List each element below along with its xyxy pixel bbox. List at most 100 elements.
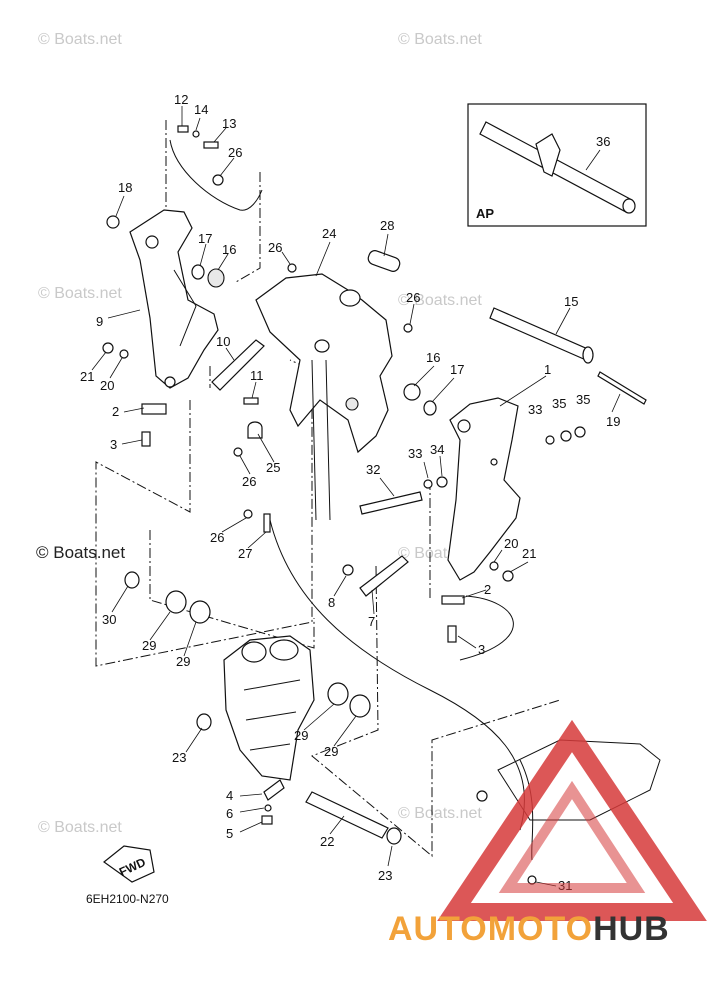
callout-16-b: 16 bbox=[426, 350, 440, 365]
leader-2b bbox=[461, 589, 487, 599]
callout-29-c: 29 bbox=[294, 728, 308, 743]
callout-27: 27 bbox=[238, 546, 252, 561]
collar-part-23-right bbox=[386, 827, 402, 845]
screw-part-26-top bbox=[212, 174, 224, 186]
bolt-part-21-left bbox=[102, 342, 114, 354]
callout-22: 22 bbox=[320, 834, 334, 849]
washer-part-17-right bbox=[423, 400, 437, 416]
collar-part-23-left bbox=[196, 713, 212, 731]
nut-part-35-a bbox=[560, 430, 572, 442]
tilt-tube-flange bbox=[582, 346, 594, 364]
right-clamp-bracket bbox=[447, 397, 521, 581]
leader-23b bbox=[387, 845, 393, 867]
leader-20b bbox=[493, 549, 503, 563]
leader-16a bbox=[217, 253, 229, 271]
tiller-handle-end bbox=[622, 198, 636, 214]
screw-part-26-clip bbox=[233, 447, 243, 457]
right-clamp-bracket-part-1 bbox=[342, 383, 586, 643]
screw-part-26-swivel bbox=[287, 263, 297, 273]
watermark-top-left: © Boats.net bbox=[38, 31, 122, 48]
leader-17b bbox=[431, 377, 455, 403]
callout-21-a: 21 bbox=[80, 369, 94, 384]
brand-text: AUTOMOTOHUB bbox=[388, 910, 670, 948]
watermark-bottom-right: © Boats.net bbox=[398, 805, 482, 822]
pin-part-28 bbox=[367, 250, 401, 272]
callout-numbers: 12 14 13 26 18 17 16 9 21 20 2 3 26 24 2… bbox=[80, 92, 620, 893]
right-bracket-hole-top bbox=[457, 419, 471, 433]
leader-36 bbox=[585, 149, 601, 171]
leader-26c bbox=[409, 303, 415, 325]
callout-23-a: 23 bbox=[172, 750, 186, 765]
nut-part-18 bbox=[106, 215, 120, 229]
right-bracket-hole-mid bbox=[490, 458, 498, 466]
leader-34 bbox=[439, 455, 443, 477]
callout-5: 5 bbox=[226, 826, 233, 841]
clip-part-25 bbox=[247, 421, 263, 439]
rod-part-19 bbox=[597, 371, 647, 405]
leader-11 bbox=[251, 381, 257, 399]
bolt-part-32 bbox=[359, 491, 423, 515]
leader-26a bbox=[219, 157, 235, 177]
bushing-part-16-right bbox=[403, 383, 421, 401]
callout-3-b: 3 bbox=[478, 642, 485, 657]
leader-21b bbox=[509, 561, 529, 573]
leader-26d bbox=[239, 455, 251, 475]
screw-part-26-lower bbox=[243, 509, 253, 519]
callout-17-b: 17 bbox=[450, 362, 464, 377]
ap-label: AP bbox=[476, 206, 494, 221]
callout-16-a: 16 bbox=[222, 242, 236, 257]
watermark-bottom-left: © Boats.net bbox=[38, 819, 122, 836]
cable-loop bbox=[459, 595, 514, 661]
leader-32 bbox=[379, 477, 395, 497]
callout-32: 32 bbox=[366, 462, 380, 477]
callout-6: 6 bbox=[226, 806, 233, 821]
screw-part-5 bbox=[261, 815, 273, 825]
tilt-cylinder-assembly bbox=[124, 571, 402, 845]
callout-10: 10 bbox=[216, 334, 230, 349]
outline-right-group bbox=[311, 565, 561, 858]
washer-part-33-top bbox=[545, 435, 555, 445]
ap-inset: AP bbox=[467, 103, 647, 227]
bolt-part-3-left bbox=[141, 431, 151, 447]
leader-15 bbox=[555, 307, 571, 335]
callout-33-b: 33 bbox=[408, 446, 422, 461]
watermark-strong: © Boats.net bbox=[36, 543, 125, 562]
callout-4: 4 bbox=[226, 788, 233, 803]
washer-part-6 bbox=[264, 804, 272, 812]
screw-part-13 bbox=[203, 141, 219, 149]
left-clamp-bracket bbox=[129, 209, 219, 389]
callout-33-a: 33 bbox=[528, 402, 542, 417]
leader-26e bbox=[221, 517, 247, 533]
bolt-part-3-right bbox=[447, 625, 457, 643]
callout-2-a: 2 bbox=[112, 404, 119, 419]
bolt-part-21-right bbox=[502, 570, 514, 582]
leader-14 bbox=[195, 117, 201, 131]
washer-part-17-left bbox=[191, 264, 205, 280]
bushing-part-29-d bbox=[349, 694, 371, 718]
ground-terminal-part-12 bbox=[177, 125, 189, 133]
outline-upper-mid bbox=[235, 172, 261, 283]
screw-part-26-right bbox=[403, 323, 413, 333]
callout-8: 8 bbox=[328, 595, 335, 610]
leader-7 bbox=[371, 589, 375, 615]
swivel-bracket bbox=[255, 273, 393, 454]
cylinder-reservoir-top bbox=[269, 639, 299, 661]
brand-logo: AUTOMOTOHUB bbox=[388, 719, 707, 948]
link-parts bbox=[211, 339, 271, 533]
watermarks: © Boats.net © Boats.net © Boats.net © Bo… bbox=[36, 31, 482, 836]
tiller-handle-bracket bbox=[535, 133, 561, 177]
leader-1 bbox=[499, 375, 547, 407]
leader-24 bbox=[315, 241, 331, 277]
left-clamp-bracket-part-9 bbox=[129, 209, 219, 389]
washer-part-34 bbox=[436, 476, 448, 488]
leader-19 bbox=[611, 393, 621, 413]
lower-mount-washer bbox=[476, 790, 488, 802]
bushing-part-29-c bbox=[327, 682, 349, 706]
callout-11: 11 bbox=[250, 368, 264, 383]
callout-26-b: 26 bbox=[268, 240, 282, 255]
tilt-tube-parts bbox=[489, 307, 647, 405]
leader-27 bbox=[247, 531, 267, 549]
leader-13 bbox=[213, 127, 227, 143]
washer-part-20-left bbox=[119, 349, 129, 359]
callout-12: 12 bbox=[174, 92, 188, 107]
